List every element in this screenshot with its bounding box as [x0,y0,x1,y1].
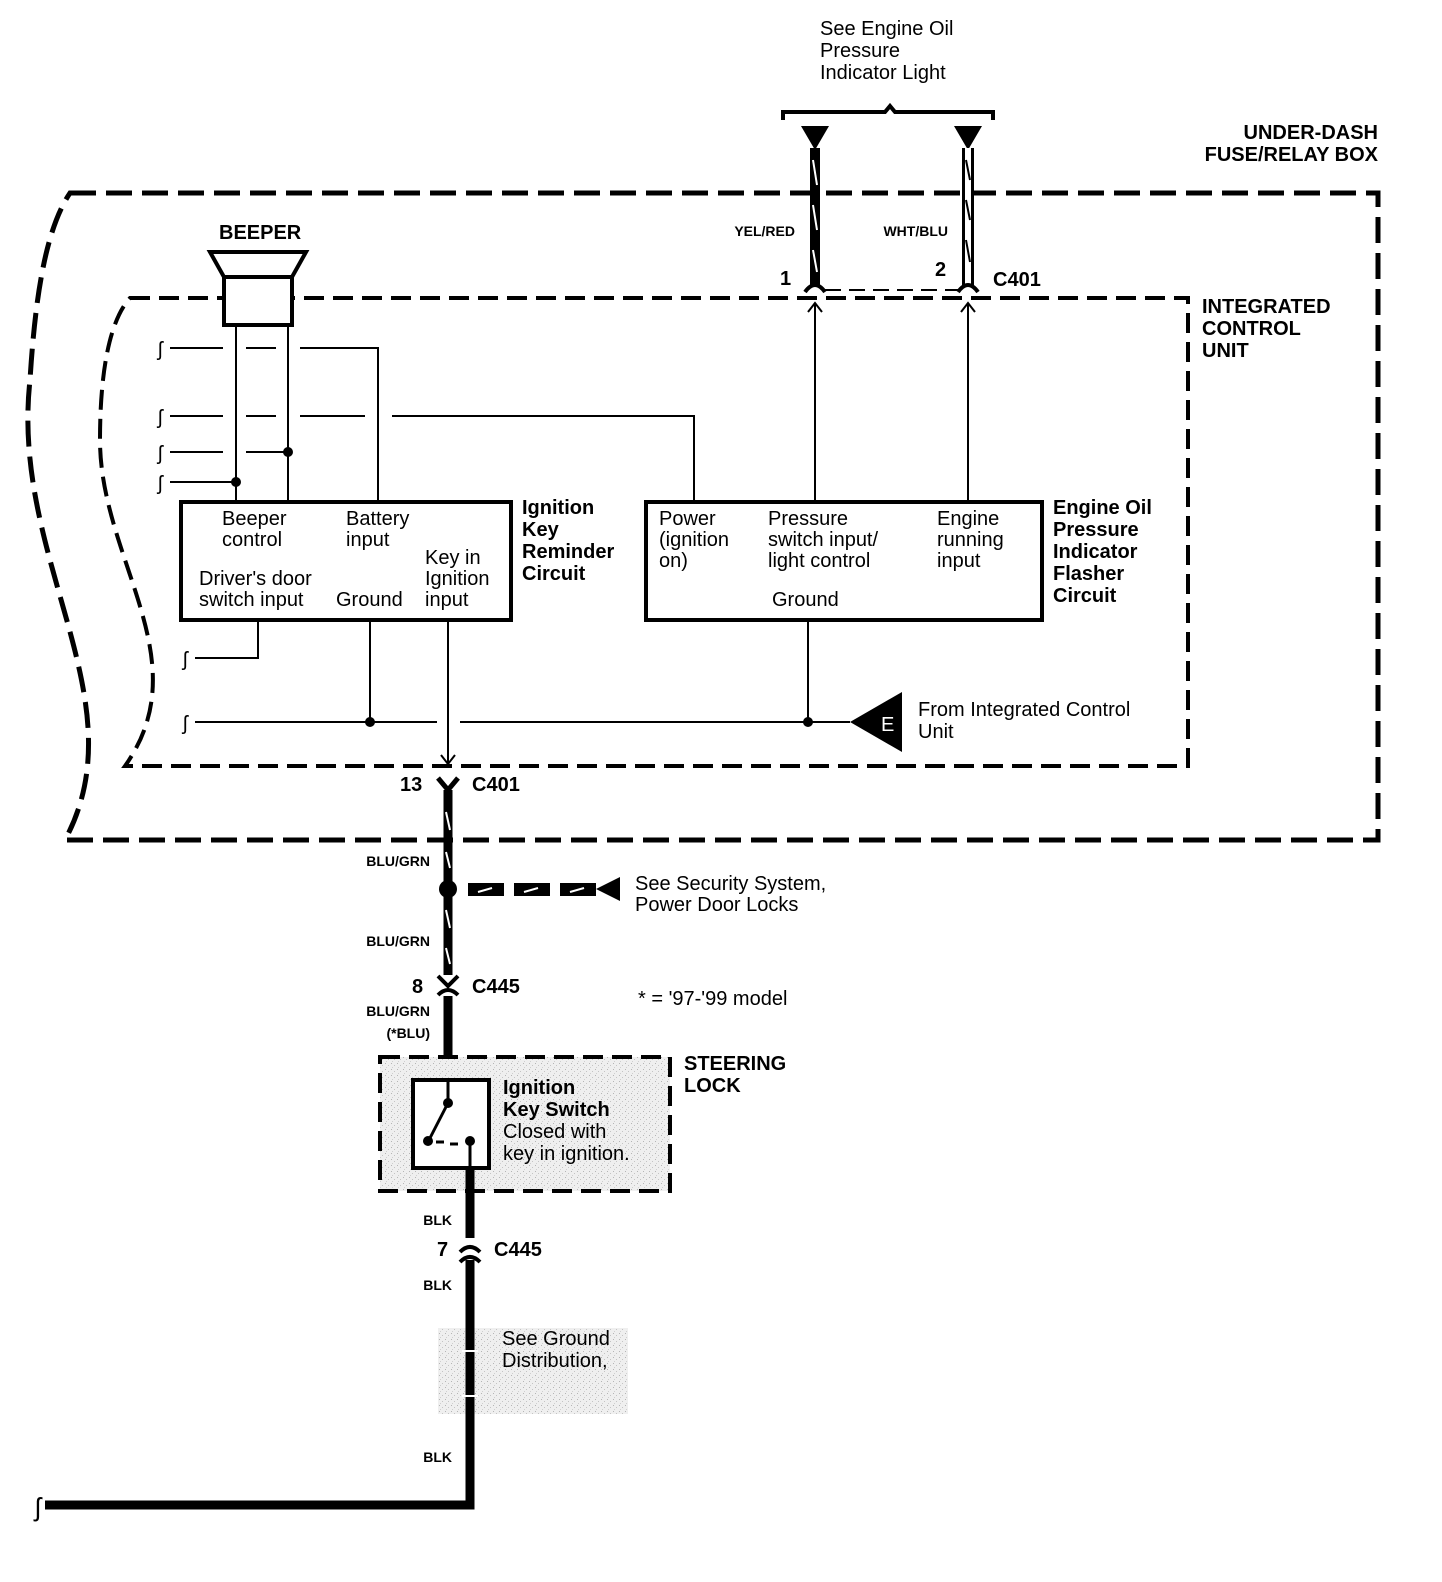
icu-ground-ref-2: Unit [918,721,954,743]
break-icon: ʃ [181,713,189,735]
pin-key-in-ignition-2: Ignition [425,568,490,590]
oil-light-ref-3: Indicator Light [820,62,946,84]
pin-pressure-switch-1: Pressure [768,508,848,530]
flasher-title-4: Flasher [1053,563,1124,585]
steering-lock-label-1: STEERING [684,1053,786,1075]
footnote: * = '97-'99 model [638,988,787,1010]
beeper-icon [206,250,310,327]
ground-wires: ʃ ʃ [181,620,850,735]
c401-pin-1: 1 [780,268,791,290]
pin-battery-input-1: Battery [346,508,409,530]
pin-pressure-switch-2: switch input/ [768,529,878,551]
connector-c401-pin1 [803,283,827,294]
pin-key-in-ignition-3: input [425,589,469,611]
security-ref-1: See Security System, [635,873,826,895]
wire-blu-grn-label-2: BLU/GRN [366,933,430,949]
pin-power-1: Power [659,508,716,530]
reminder-circuit-box [179,500,513,622]
break-icon: ʃ [33,1492,43,1522]
steering-lock-label-2: LOCK [684,1075,741,1097]
security-branch [468,877,620,901]
flasher-title-3: Indicator [1053,541,1138,563]
pin-engine-running-2: running [937,529,1004,551]
wire-yel-red-label: YEL/RED [734,223,795,239]
wire-blu-grn-label-1: BLU/GRN [366,853,430,869]
under-dash-label-1: UNDER-DASH [1244,122,1378,144]
c401-top-label: C401 [993,269,1041,291]
switch-note-2: key in ignition. [503,1143,630,1165]
pin-key-in-ignition-1: Key in [425,547,481,569]
oil-light-ref-2: Pressure [820,40,900,62]
pin-engine-running-1: Engine [937,508,999,530]
c445-pin-8: 8 [412,976,423,998]
continuation-wires: ʃ ʃ ʃ ʃ [156,339,695,502]
break-icon: ʃ [156,473,164,495]
icu-label-2: CONTROL [1202,318,1301,340]
flasher-title-1: Engine Oil [1053,497,1152,519]
c445-pin-7: 7 [437,1239,448,1261]
pin-beeper-control-2: control [222,529,282,551]
break-icon: ʃ [156,443,164,465]
icu-outline [97,296,1190,768]
c401-pin-13: 13 [400,774,422,796]
break-icon: ʃ [181,649,189,671]
svg-text:E: E [881,714,894,736]
wire-blk-label-2: BLK [423,1277,452,1293]
connector-c445-pin8 [436,974,460,997]
pin-beeper-control-1: Beeper [222,508,287,530]
arrow-down-icon [801,126,829,150]
pin-battery-input-2: input [346,529,390,551]
pin-engine-running-3: input [937,550,981,572]
break-icon: ʃ [156,407,164,429]
wire-wht-blu-label: WHT/BLU [883,223,948,239]
wire-blk-label-1: BLK [423,1212,452,1228]
wire-blu-grn-label-3: BLU/GRN [366,1003,430,1019]
pin-reminder-ground: Ground [336,589,403,611]
c401-pin-2: 2 [935,259,946,281]
connector-c401-pin13 [436,776,460,794]
break-icon: ʃ [156,339,164,361]
wire-blu-alt-label: (*BLU) [386,1025,430,1041]
flasher-title-5: Circuit [1053,585,1117,607]
reminder-title-2: Key [522,519,560,541]
under-dash-box-outline [25,190,1381,843]
reminder-title-3: Reminder [522,541,614,563]
switch-title-1: Ignition [503,1077,575,1099]
bracket-icon [781,102,995,120]
pin-flasher-ground: Ground [772,589,839,611]
c445-bottom-label: C445 [494,1239,542,1261]
security-ref-2: Power Door Locks [635,894,798,916]
pin-power-2: (ignition [659,529,729,551]
connector-c401-pin2 [956,283,980,294]
wire-blk-label-3: BLK [423,1449,452,1465]
flasher-title-2: Pressure [1053,519,1139,541]
pin-drivers-door-1: Driver's door [199,568,312,590]
connector-c445-pin7 [458,1245,482,1264]
c445-top-label: C445 [472,976,520,998]
beeper-label: BEEPER [219,222,302,244]
ground-ref-2: Distribution, [502,1350,608,1372]
reminder-title-4: Circuit [522,563,586,585]
c401-bottom-label: C401 [472,774,520,796]
pin-pressure-switch-3: light control [768,550,870,572]
under-dash-label-2: FUSE/RELAY BOX [1205,144,1379,166]
oil-light-ref-1: See Engine Oil [820,18,953,40]
arrow-down-icon [954,126,982,150]
icu-label-3: UNIT [1202,340,1249,362]
reminder-title-1: Ignition [522,497,594,519]
switch-title-2: Key Switch [503,1099,610,1121]
icu-label-1: INTEGRATED [1202,296,1331,318]
arrow-left-icon [596,877,620,901]
flasher-circuit-box [644,500,1044,622]
icu-ground-ref-1: From Integrated Control [918,699,1130,721]
pin-drivers-door-2: switch input [199,589,304,611]
ground-e-icon: E [850,692,902,752]
splice-dot [439,880,457,898]
ground-ref-1: See Ground [502,1328,610,1350]
switch-note-1: Closed with [503,1121,606,1143]
pin-power-3: on) [659,550,688,572]
ignition-key-switch-icon [411,1078,491,1170]
